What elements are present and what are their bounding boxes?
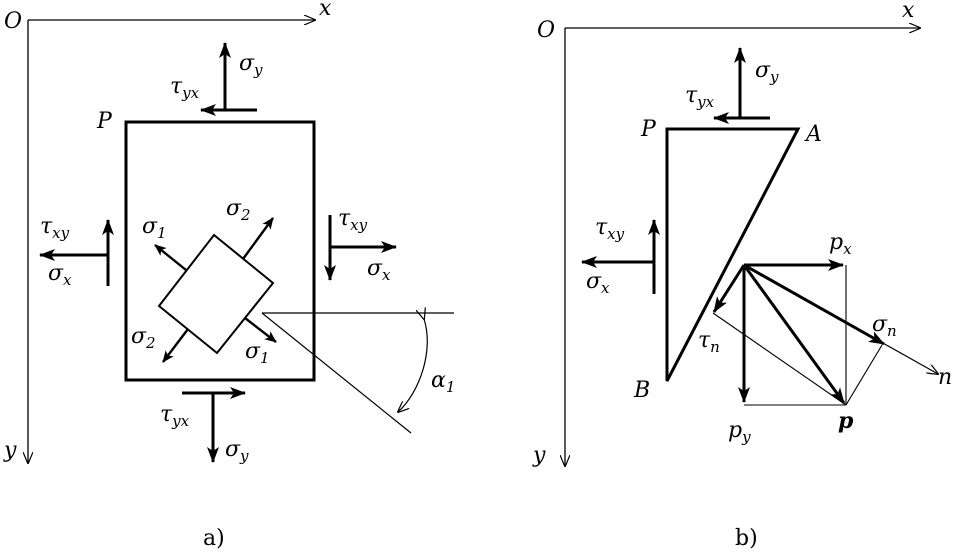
sigma-n-projection-line	[845, 344, 883, 406]
point-p-label-b: P	[640, 117, 657, 142]
sigma-2-bottom-arrow	[162, 328, 189, 363]
tau-n-vector	[712, 264, 746, 313]
tau-n-label: τn	[698, 328, 720, 356]
sigma-1-top-arrow	[154, 244, 187, 271]
tau-xy-left-label: τxy	[40, 214, 70, 242]
sigma-1-bottom-label: σ1	[245, 339, 270, 367]
tau-n-projection-line	[712, 312, 847, 406]
x-axis-label-b: x	[902, 0, 915, 23]
wedge-element	[665, 127, 801, 382]
point-a-label: A	[804, 122, 822, 147]
sigma-1-bottom-arrow	[244, 317, 277, 343]
panel-b: O x y P A B σy τyx τxy σx px py σn τn p	[532, 0, 952, 551]
alpha-1-label: α1	[431, 368, 455, 396]
sigma-y-bottom-label: σy	[225, 437, 249, 465]
py-label: py	[728, 418, 751, 446]
point-p-label-a: P	[96, 109, 113, 134]
sigma-x-left-label: σx	[48, 261, 72, 289]
principal-element	[157, 233, 275, 355]
caption-b: b)	[735, 526, 758, 551]
p-resultant-vector	[742, 264, 846, 404]
sigma-y-label-b: σy	[755, 58, 779, 86]
y-axis-label-b: y	[532, 443, 546, 468]
alpha-1-arc	[398, 319, 428, 412]
sigma-2-bottom-label: σ2	[131, 324, 156, 352]
tau-yx-bottom-label: τyx	[160, 402, 190, 430]
tau-xy-label-b: τxy	[595, 215, 625, 243]
origin-label-b: O	[537, 18, 555, 43]
sigma-n-vector	[743, 263, 885, 346]
sigma-y-top-label: σy	[239, 51, 263, 79]
sigma-x-label-b: σx	[586, 269, 610, 297]
x-axis-label-a: x	[319, 0, 332, 21]
caption-a: a)	[203, 526, 225, 551]
panel-a: O x y P σy τyx σy τyx τxy σx τxy σx σ1	[3, 0, 455, 551]
y-axis-label-a: y	[3, 438, 17, 463]
tau-yx-label-b: τyx	[685, 83, 715, 111]
sigma-2-top-arrow	[242, 217, 274, 260]
sigma-n-label: σn	[872, 312, 897, 340]
tau-xy-right-label: τxy	[338, 206, 368, 234]
point-b-label: B	[633, 378, 650, 403]
px-label: px	[829, 230, 852, 258]
sigma-2-top-label: σ2	[226, 196, 251, 224]
stress-element-a	[124, 120, 316, 382]
sigma-1-top-label: σ1	[142, 214, 167, 242]
tau-yx-top-label: τyx	[170, 74, 200, 102]
sigma-x-right-label: σx	[367, 256, 391, 284]
principal-direction-line	[261, 312, 412, 434]
origin-label-a: O	[4, 9, 22, 34]
p-vector-label: p	[838, 408, 854, 434]
normal-n-label: n	[938, 365, 952, 390]
